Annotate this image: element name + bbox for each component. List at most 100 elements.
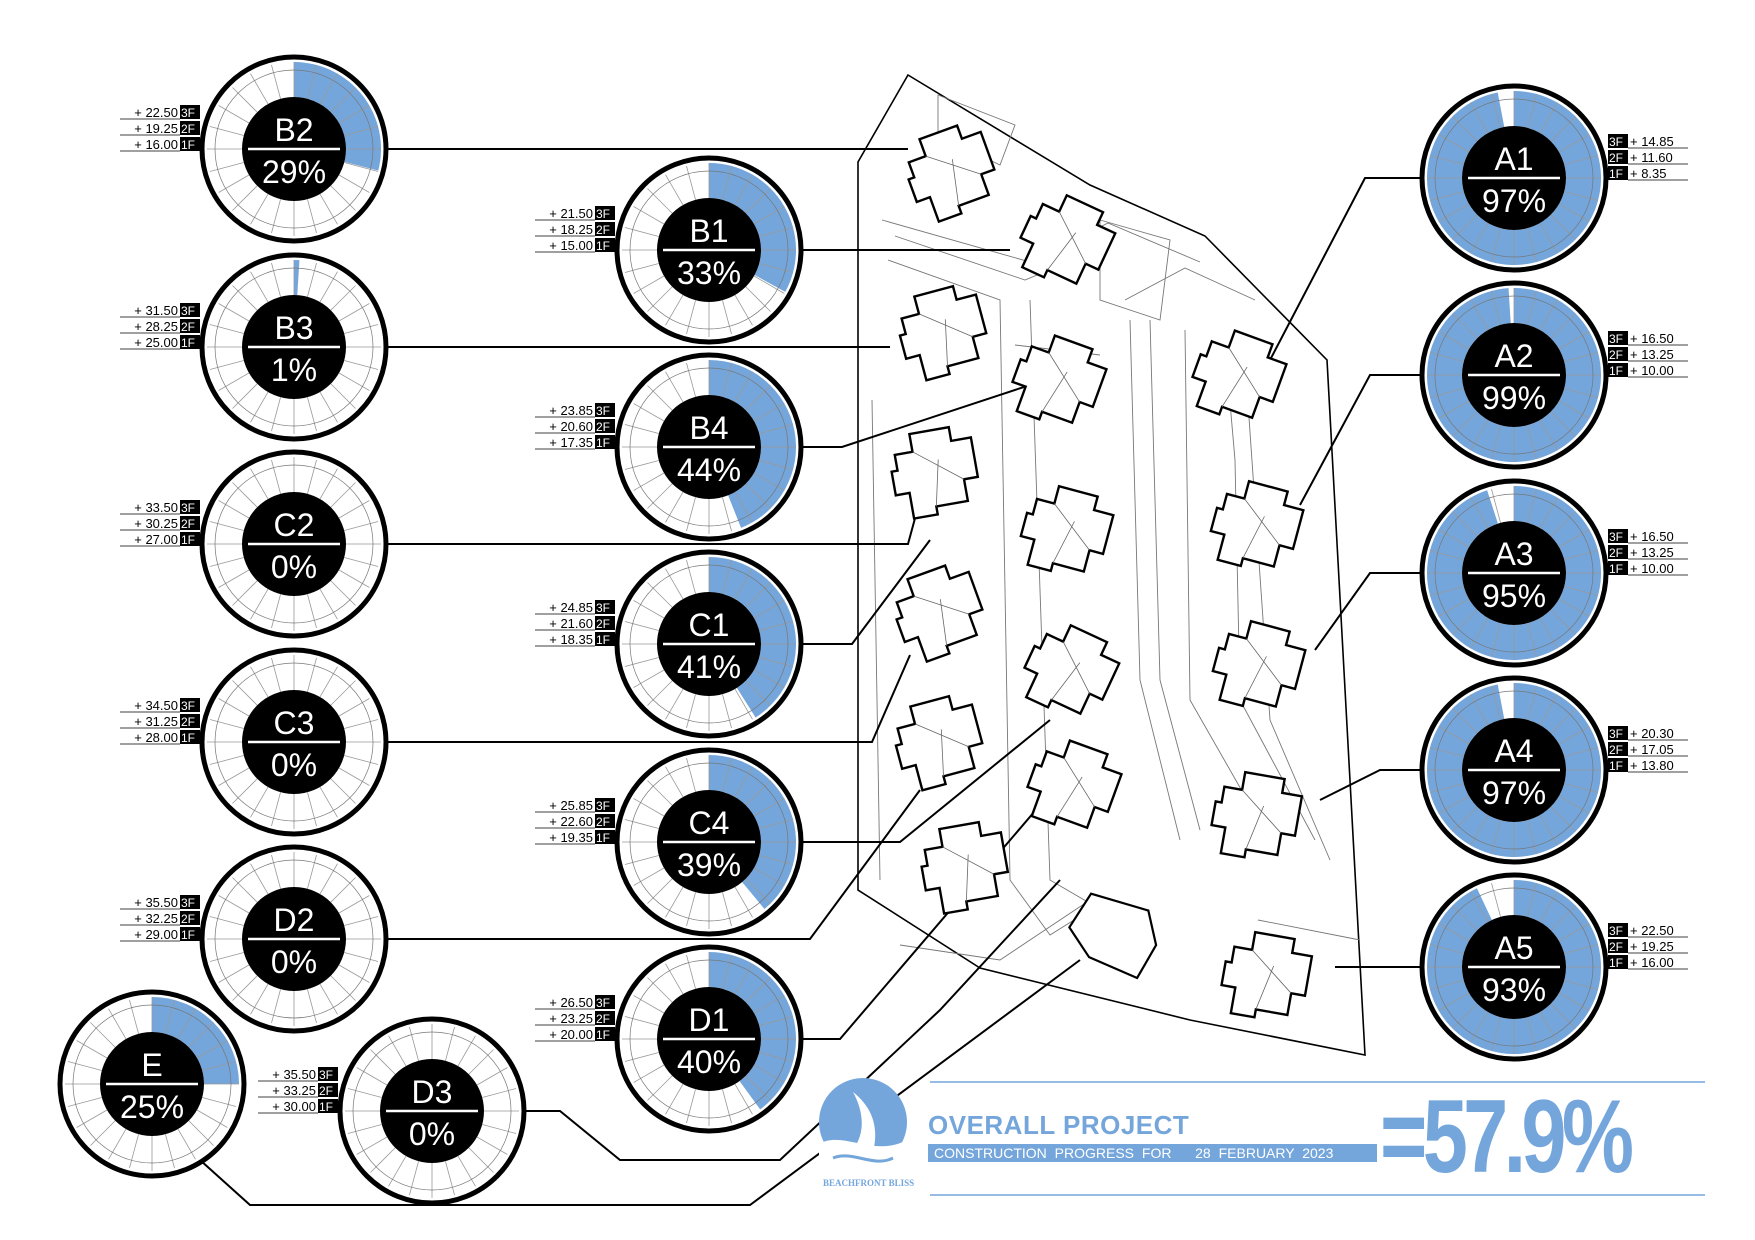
house-footprint [1210,770,1304,859]
unit-percent-label: 97% [1482,775,1546,811]
gauge-segment-ticks [1427,486,1601,660]
floor-elevation: + 20.60 [549,419,593,434]
unit-id-label: A5 [1494,930,1533,966]
house-footprint [1025,739,1124,830]
site-road-line [1129,319,1181,841]
unit-percent-label: 97% [1482,183,1546,219]
gauge-segment-ticks [65,997,239,1171]
unit-percent-label: 41% [677,649,741,685]
progress-date: 28 FEBRUARY 2023 [1195,1145,1334,1161]
floor-elevation: + 26.50 [549,995,593,1010]
floor-code: 1F [181,731,195,745]
floor-elevation: + 16.00 [1630,955,1674,970]
floor-code: 3F [596,207,610,221]
leader-line [801,719,1051,843]
leader-line [1314,572,1422,651]
gauge-segment-ticks [1427,880,1601,1054]
unit-gauge-e: E25% [57,989,247,1179]
floor-elevation: + 33.50 [134,500,178,515]
leader-line [1319,769,1422,801]
floor-code: 2F [596,815,610,829]
floor-code: 1F [319,1100,333,1114]
leader-line [386,789,921,940]
floor-elevation: + 10.00 [1630,363,1674,378]
unit-percent-label: 95% [1482,578,1546,614]
unit-id-label: D1 [689,1002,730,1038]
floor-elevation: + 18.35 [549,632,593,647]
gauge-inner-ring [629,367,789,527]
floor-elevation: + 30.25 [134,516,178,531]
floor-code: 2F [596,420,610,434]
gauge-inner-ring [352,1031,512,1191]
floor-elevation: + 13.25 [1630,545,1674,560]
site-road-line [1244,359,1331,861]
floor-code: 1F [596,1028,610,1042]
floor-code: 3F [181,106,195,120]
gauge-inner-ring [1434,98,1594,258]
site-road-line [1257,919,1361,941]
gauge-inner-ring [214,464,374,624]
site-road-line [937,94,1016,166]
leader-line [801,384,1031,448]
gauge-inner-ring [1434,690,1594,850]
floor-elevation: + 33.25 [272,1083,316,1098]
floor-elevation: + 27.00 [134,532,178,547]
leader-line [1269,177,1422,361]
floor-code: 1F [181,138,195,152]
gauge-progress-arc [294,62,381,171]
floor-code: 1F [596,239,610,253]
floor-elevation: + 19.25 [134,121,178,136]
gauge-progress-arc [294,260,300,296]
overall-progress-total: =57.9% [1380,1079,1634,1195]
gauge-progress-arc [709,163,796,292]
gauge-progress-arc [709,952,796,1110]
leader-line [386,654,911,743]
floor-elevation: + 24.85 [549,600,593,615]
unit-percent-label: 99% [1482,380,1546,416]
floor-elevation: + 19.35 [549,830,593,845]
gauge-progress-arc [709,557,796,718]
unit-id-label: A3 [1494,536,1533,572]
gauge-inner-ring [1434,887,1594,1047]
floor-code: 2F [596,223,610,237]
unit-id-label: B1 [689,213,728,249]
unit-percent-label: 40% [677,1044,741,1080]
floor-code: 2F [1609,348,1623,362]
unit-id-label: B2 [274,112,313,148]
floor-elevation: + 10.00 [1630,561,1674,576]
floor-elevation: + 16.50 [1630,529,1674,544]
floor-code: 2F [1609,151,1623,165]
floor-elevation: + 28.25 [134,319,178,334]
gauge-inner-ring [1434,295,1594,455]
house-footprint [894,694,984,792]
unit-id-label: A1 [1494,141,1533,177]
floor-elevation: + 34.50 [134,698,178,713]
floor-code: 2F [181,122,195,136]
floor-code: 3F [1609,924,1623,938]
floor-code: 1F [1609,167,1623,181]
site-road-line [1149,319,1201,831]
house-footprint [1211,619,1307,708]
unit-id-label: A2 [1494,338,1533,374]
house-footprint [1010,334,1109,425]
unit-percent-label: 44% [677,452,741,488]
gauge-inner-ring [214,662,374,822]
unit-percent-label: 29% [262,154,326,190]
floor-elevation: + 29.00 [134,927,178,942]
floor-code: 1F [596,436,610,450]
gauge-inner-ring [72,1004,232,1164]
leader-line [199,959,1081,1206]
floor-code: 3F [596,996,610,1010]
floor-code: 2F [1609,546,1623,560]
floor-elevation: + 25.85 [549,798,593,813]
